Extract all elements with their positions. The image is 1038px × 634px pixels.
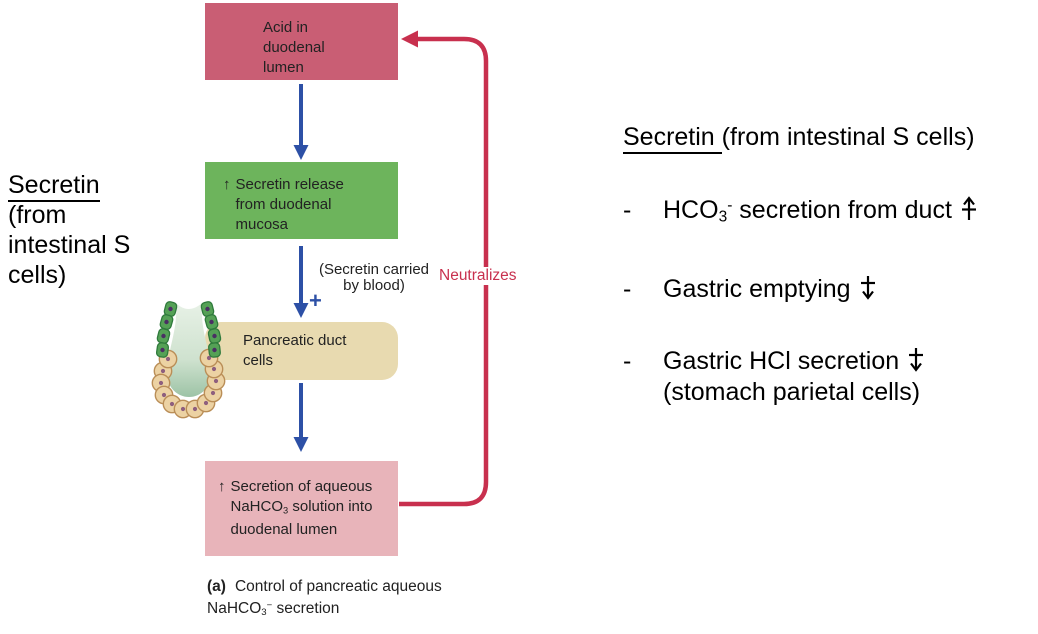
caption-tag: (a) bbox=[207, 578, 226, 595]
side-label-secretin: Secretin (from intestinal S cells) bbox=[8, 170, 130, 290]
figure-caption: (a)Control of pancreatic aqueous NaHCO3−… bbox=[207, 578, 442, 619]
secretin-carried-label: (Secretin carried by blood) bbox=[318, 261, 430, 294]
secretion-box-line: Secretion of aqueous bbox=[230, 478, 373, 495]
notes-panel: Secretin (from intestinal S cells) -HCO3… bbox=[623, 122, 1033, 449]
neutralizes-label: Neutralizes bbox=[436, 267, 520, 285]
release-box-line: mucosa bbox=[235, 216, 289, 233]
side-label-line: intestinal S bbox=[8, 231, 131, 259]
nahco3-secretion-box: ↑ Secretion of aqueous NaHCO3 solution i… bbox=[205, 461, 398, 556]
decrease-arrow-icon bbox=[860, 275, 875, 300]
side-label-title: Secretin bbox=[8, 171, 100, 202]
increase-arrow-icon bbox=[961, 195, 976, 220]
increase-arrow-glyph: ↑ bbox=[223, 176, 231, 193]
release-box-line: from duodenal bbox=[235, 196, 332, 213]
increase-arrow-glyph: ↑ bbox=[218, 478, 226, 495]
flow-arrow-down-icon bbox=[293, 84, 309, 452]
secretin-release-box: ↑ Secretin release from duodenal mucosa bbox=[205, 162, 398, 239]
acid-box-line: duodenal bbox=[263, 39, 325, 56]
pancreatic-duct-cells-box: Pancreatic duct cells bbox=[205, 322, 398, 380]
note-gastric-hcl: -Gastric HCl secretion (stomach parietal… bbox=[623, 346, 1033, 408]
notes-heading: Secretin (from intestinal S cells) bbox=[623, 122, 1033, 154]
pancreatic-duct-illustration bbox=[151, 301, 226, 419]
side-label-line: (from bbox=[8, 201, 67, 229]
acid-box: Acid in duodenal lumen bbox=[205, 3, 398, 80]
decrease-arrow-icon bbox=[909, 347, 924, 372]
duct-box-line: Pancreatic duct bbox=[243, 332, 347, 349]
stimulation-plus-icon: + bbox=[309, 288, 322, 313]
acid-box-line: Acid in bbox=[263, 19, 309, 36]
side-label-line: cells) bbox=[8, 261, 67, 289]
acid-box-line: lumen bbox=[263, 59, 304, 76]
duct-box-line: cells bbox=[243, 352, 274, 369]
note-gastric-emptying: -Gastric emptying bbox=[623, 274, 1033, 305]
release-box-line: Secretin release bbox=[235, 176, 344, 193]
secretion-box-line: NaHCO3 solution into bbox=[230, 498, 373, 516]
secretion-box-line: duodenal lumen bbox=[230, 521, 338, 539]
note-hco3-secretion: -HCO3- secretion from duct bbox=[623, 190, 1033, 233]
